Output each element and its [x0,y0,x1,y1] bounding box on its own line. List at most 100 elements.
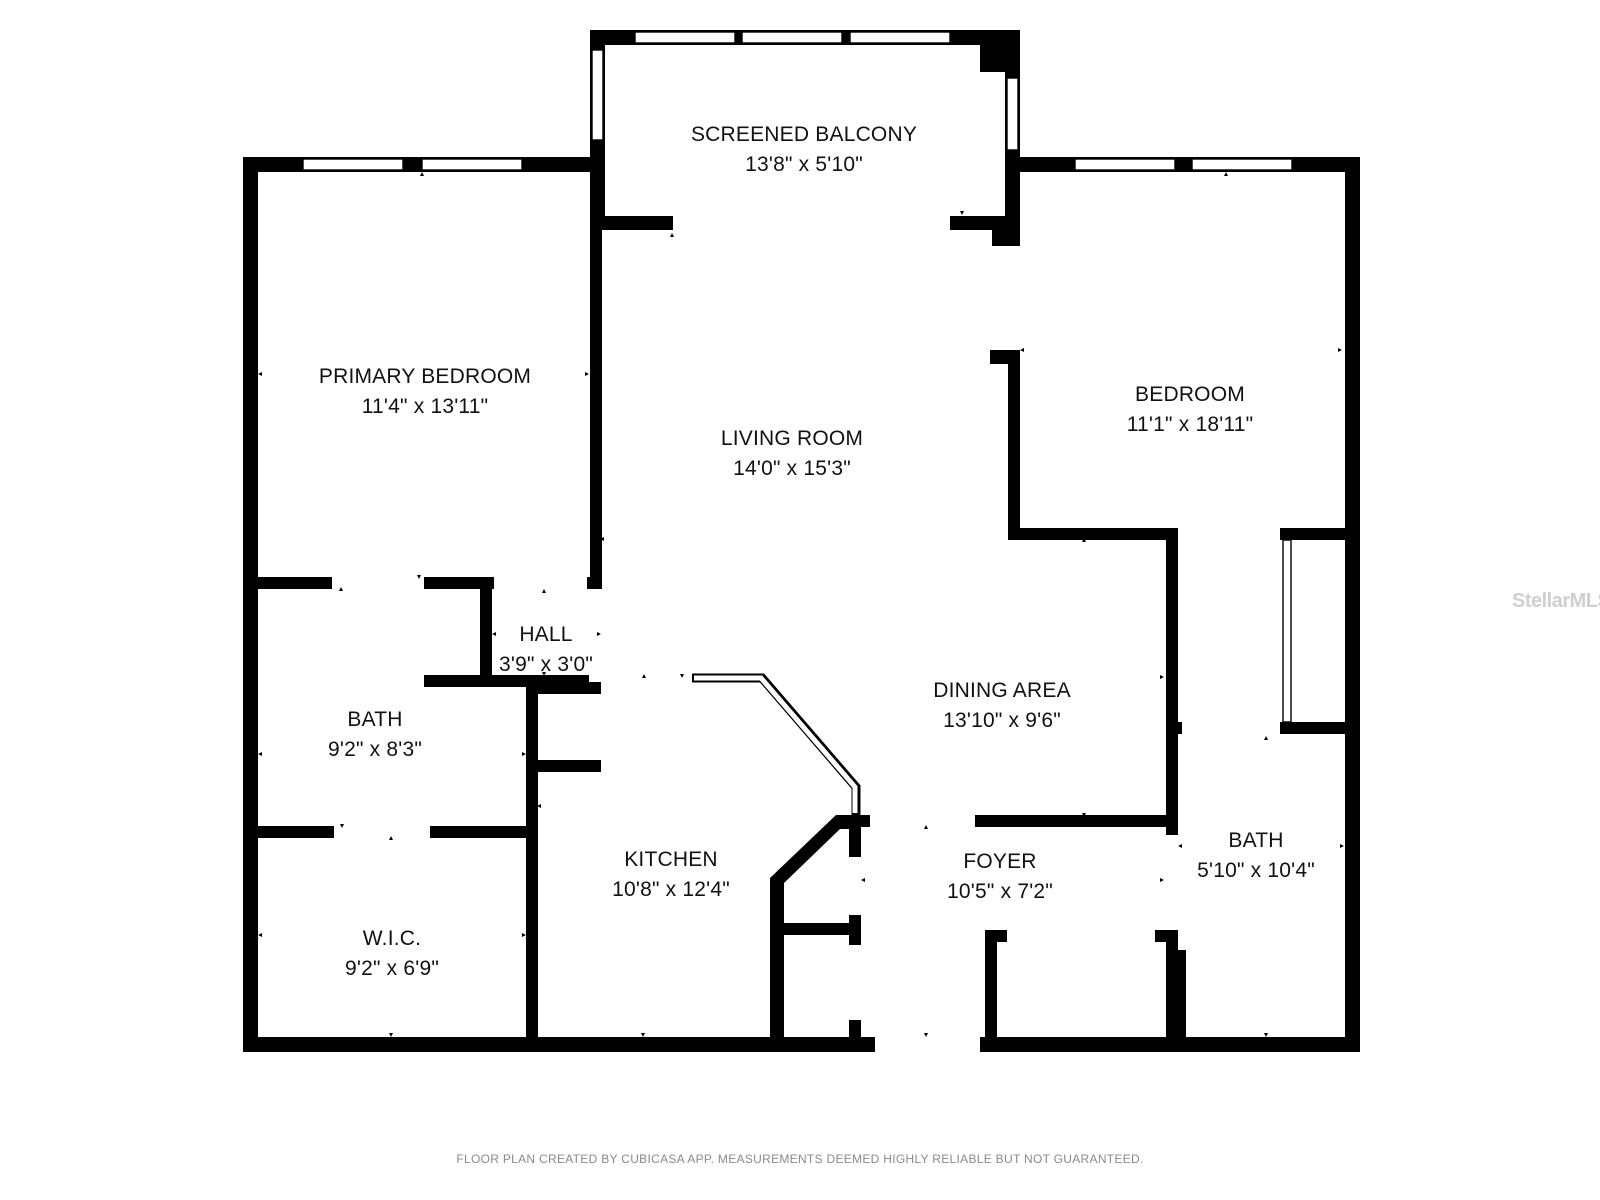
wall [1280,528,1350,540]
dim-arrow [1020,348,1024,352]
windows [302,31,1293,723]
wall [985,930,1007,942]
watermark: StellarMLS [1512,590,1600,612]
room-label-dining-area: DINING AREA 13'10" x 9'6" [933,676,1071,736]
dim-arrow [1010,532,1014,536]
dim-arrow [522,752,526,756]
wall [1008,157,1020,217]
wall [1166,950,1186,1045]
wall [1166,815,1178,835]
dim-arrow [960,211,964,215]
wall [243,157,258,1052]
wall [243,157,593,172]
wall [250,577,332,589]
room-dimensions: 13'8" x 5'10" [745,153,863,176]
wall [992,216,1020,246]
dim-arrow [492,632,496,636]
dim-arrow [1338,348,1342,352]
room-label-kitchen: KITCHEN 10'8" x 12'4" [612,845,730,905]
dim-arrow [542,672,546,676]
dim-arrow [924,825,928,829]
dim-arrow [339,587,343,591]
room-name: W.I.C. [362,927,422,950]
room-label-foyer: FOYER 10'5" x 7'2" [947,847,1053,907]
wall [770,923,856,935]
dim-arrow [258,933,262,937]
room-dimensions: 11'4" x 13'11" [361,395,489,418]
room-name: LIVING ROOM [720,427,864,450]
wall [526,682,538,1044]
room-label-screened-balcony: SCREENED BALCONY 13'8" x 5'10" [691,120,917,180]
room-dimensions: 13'10" x 9'6" [943,709,1061,732]
room-label-primary-bedroom: PRIMARY BEDROOM 11'4" x 13'11" [319,362,531,422]
window [421,158,523,171]
wall [1008,157,1360,172]
dim-arrow [1224,172,1228,176]
dim-arrow [1264,736,1268,740]
dim-arrow [600,537,604,541]
wall [590,157,602,587]
wall [849,1020,861,1050]
room-name: BEDROOM [1135,383,1245,406]
room-label-wic: W.I.C. 9'2" x 6'9" [345,924,439,984]
wall [1166,528,1178,828]
wall [975,815,1175,827]
room-label-hall: HALL 3'9" x 3'0" [499,620,593,680]
wall [1345,157,1360,1052]
dim-arrow [641,1033,645,1037]
wall [250,826,334,838]
dim-arrow [1160,878,1164,882]
dim-arrow [389,836,393,840]
dim-arrow [258,752,262,756]
dim-arrow [1082,538,1086,542]
dim-arrow [924,1033,928,1037]
room-name: PRIMARY BEDROOM [318,365,532,388]
window [1006,77,1019,151]
dim-arrow [389,1033,393,1037]
room-label-living-room: LIVING ROOM 14'0" x 15'3" [721,424,863,484]
window [1074,158,1176,171]
room-dimensions: 9'2" x 8'3" [327,738,423,761]
dim-arrow [680,674,684,678]
room-dimensions: 3'9" x 3'0" [498,653,594,676]
dim-arrow [642,674,646,678]
room-name: FOYER [963,850,1037,873]
wall [593,216,673,230]
room-name: KITCHEN [624,848,718,871]
wall [849,915,861,945]
dim-arrow [597,632,601,636]
door-frame [1282,539,1292,723]
wall [430,826,530,838]
window [849,31,951,44]
dim-arrow [1082,813,1086,817]
wall [480,577,492,687]
wall [587,577,602,589]
dimension-markers [258,172,1344,1037]
room-dimensions: 10'5" x 7'2" [947,880,1053,903]
window [634,31,736,44]
wall [985,930,997,1045]
dim-arrow [420,172,424,176]
room-label-bath-2: BATH 5'10" x 10'4" [1197,826,1315,886]
room-dimensions: 11'1" x 18'11" [1126,413,1254,436]
kitchen-counter-inner [694,675,858,813]
dim-arrow [340,824,344,828]
dim-arrow [542,589,546,593]
wall [1008,528,1178,540]
room-dimensions: 10'8" x 12'4" [612,878,730,901]
walls [243,30,1360,1052]
window [741,31,843,44]
dim-arrow [861,878,865,882]
wall [1280,722,1350,734]
dim-arrow [585,372,589,376]
kitchen-counter [692,673,861,815]
wall [770,815,854,1044]
wall [526,682,601,694]
dim-arrow [522,933,526,937]
wall [849,815,861,857]
room-dimensions: 9'2" x 6'9" [344,957,440,980]
room-label-bedroom: BEDROOM 11'1" x 18'11" [1127,380,1254,440]
window [1191,158,1293,171]
disclaimer-footer: FLOOR PLAN CREATED BY CUBICASA APP. MEAS… [456,1152,1144,1166]
